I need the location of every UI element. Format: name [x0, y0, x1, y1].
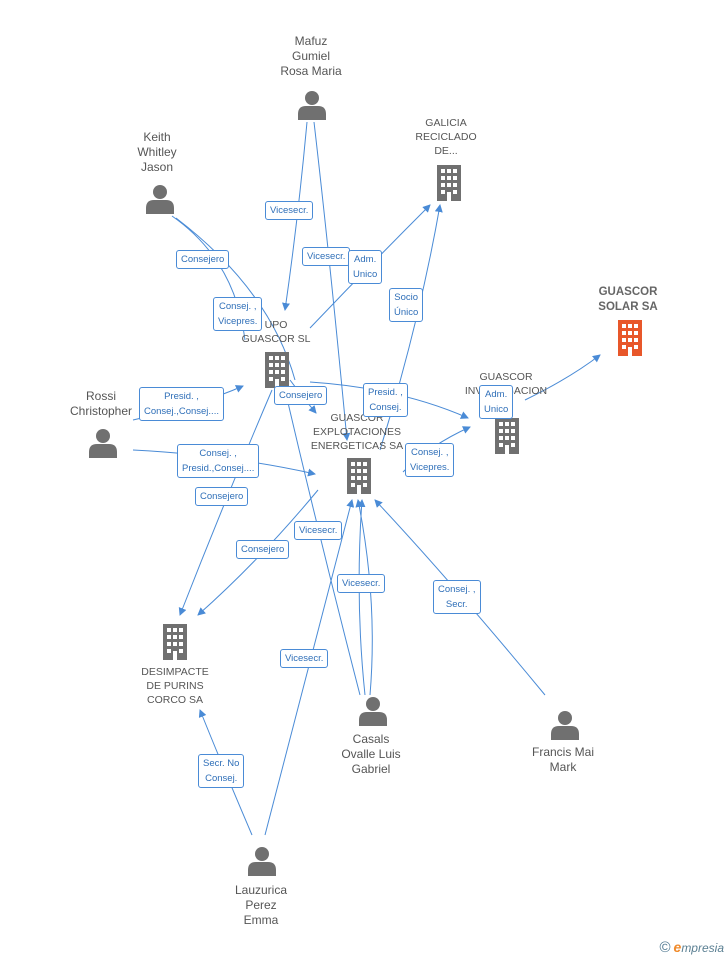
- node-label-mafuz[interactable]: Mafuz Gumiel Rosa Maria: [280, 34, 342, 78]
- edge-label[interactable]: Vicesecr.: [265, 201, 314, 220]
- edge-line: [284, 389, 361, 696]
- node-label-keith[interactable]: Keith Whitley Jason: [137, 130, 177, 174]
- node-label-rossi[interactable]: Rossi Christopher: [69, 389, 133, 418]
- edge-label[interactable]: Socio Único: [389, 288, 424, 322]
- node-label-grupo[interactable]: UPO GUASCOR SL: [241, 319, 311, 345]
- person-icon[interactable]: [146, 185, 174, 214]
- brand-initial: e: [673, 939, 682, 955]
- node-label-lauzurica[interactable]: Lauzurica Perez Emma: [234, 883, 288, 927]
- edge-label[interactable]: Consejero: [236, 540, 290, 559]
- node-label-desimpacte[interactable]: DESIMPACTE DE PURINS CORCO SA: [141, 666, 209, 706]
- edge-label[interactable]: Adm. Unico: [348, 250, 383, 284]
- edge-line: [379, 204, 443, 451]
- node-label-galicia[interactable]: GALICIA RECICLADO DE...: [415, 117, 477, 157]
- edge-line: [313, 121, 351, 441]
- building-icon[interactable]: [495, 418, 519, 454]
- node-label-explotaciones[interactable]: GUASCOR EXPLOTACIONES ENERGETICAS SA: [310, 412, 404, 452]
- building-icon[interactable]: [437, 165, 461, 201]
- edge-label[interactable]: Consej. , Presid.,Consej....: [177, 444, 260, 478]
- edge-label[interactable]: Consej. , Vicepres.: [213, 297, 263, 331]
- edge-label[interactable]: Adm. Unico: [479, 385, 514, 419]
- edge-line: [357, 499, 366, 696]
- building-icon[interactable]: [265, 352, 289, 388]
- brand-name: mpresia: [681, 941, 724, 955]
- person-icon[interactable]: [359, 697, 387, 726]
- node-label-casals[interactable]: Casals Ovalle Luis Gabriel: [341, 732, 401, 776]
- building-icon[interactable]: [347, 458, 371, 494]
- edge-label[interactable]: Consejero: [274, 386, 328, 405]
- edge-label[interactable]: Secr. No Consej.: [198, 754, 245, 788]
- edge-label[interactable]: Presid. , Consej.: [363, 383, 408, 417]
- edge-label[interactable]: Presid. , Consej.,Consej....: [139, 387, 224, 421]
- edge-line: [355, 499, 373, 696]
- brand-watermark[interactable]: ©empresia: [659, 939, 724, 956]
- edge-label[interactable]: Consej. , Secr.: [433, 580, 481, 614]
- edge-label[interactable]: Consej. , Vicepres.: [405, 443, 455, 477]
- edge-label[interactable]: Vicesecr.: [337, 574, 386, 593]
- edge-label[interactable]: Consejero: [195, 487, 249, 506]
- person-icon[interactable]: [551, 711, 579, 740]
- edge-label[interactable]: Vicesecr.: [280, 649, 329, 668]
- person-icon[interactable]: [298, 91, 326, 120]
- copyright-icon: ©: [659, 939, 671, 956]
- person-icon[interactable]: [248, 847, 276, 876]
- focus-building-icon[interactable]: [618, 320, 642, 356]
- person-icon[interactable]: [89, 429, 117, 458]
- edge-label[interactable]: Vicesecr.: [302, 247, 351, 266]
- node-label-solar[interactable]: GUASCOR SOLAR SA: [598, 286, 658, 313]
- building-icon[interactable]: [163, 624, 187, 660]
- node-label-francis[interactable]: Francis Mai Mark: [531, 745, 595, 774]
- edge-label[interactable]: Consejero: [176, 250, 230, 269]
- edge-label[interactable]: Vicesecr.: [294, 521, 343, 540]
- edge-line: [524, 354, 601, 401]
